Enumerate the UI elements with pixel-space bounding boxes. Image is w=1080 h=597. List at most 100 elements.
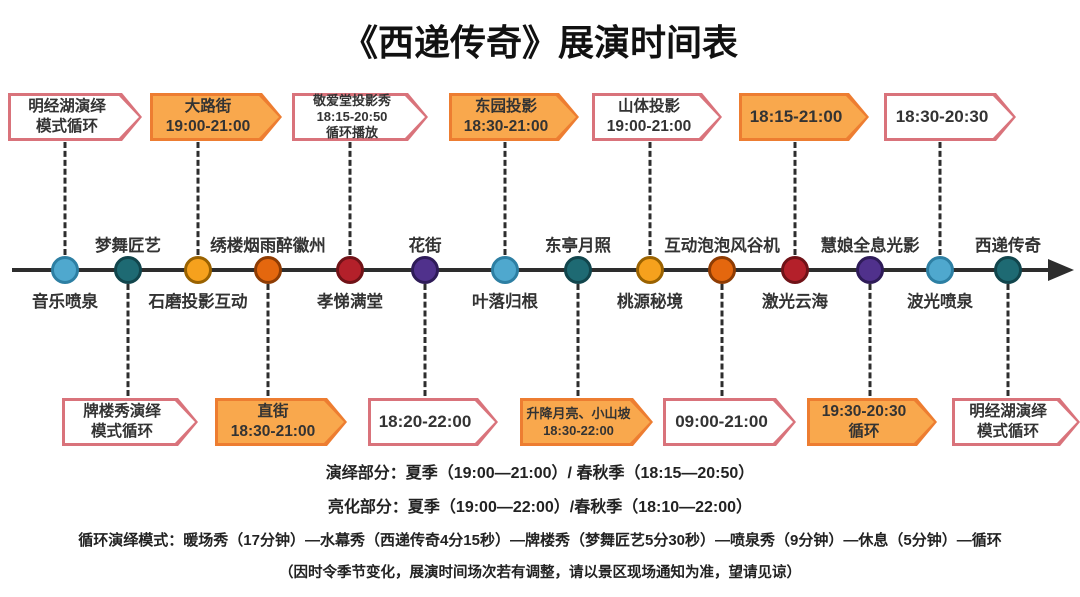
connector-line [503,142,507,255]
banner-line: 模式循环 [90,423,153,440]
banner-fill [955,401,1077,443]
loop-mode-note: 循环演绎模式：暖场秀（17分钟）—水幕秀（西递传奇4分15秒）—牌楼秀（梦舞匠艺… [78,532,1002,549]
connector-line [793,142,797,255]
station-label: 互动泡泡风谷机 [664,237,780,255]
station-label: 慧娘全息光影 [820,237,920,255]
timeline-dot [184,256,212,284]
connector-line [63,142,67,255]
timeline-arrowhead-icon [1048,259,1074,281]
station-label: 梦舞匠艺 [95,237,161,255]
connector-line [196,142,200,255]
schedule-banner: 18:20-22:00 [368,398,498,446]
timeline-dot [491,256,519,284]
banner-fill [218,401,344,443]
banner-fill [153,96,279,138]
timeline-dot [926,256,954,284]
timeline-dot [564,256,592,284]
banner-fill [595,96,719,138]
banner-line: 18:30-21:00 [230,423,316,440]
banner-line: 18:15-21:00 [749,106,843,126]
banner-text: 19:30-20:30 循环 [807,398,937,446]
station-label: 音乐喷泉 [32,293,98,311]
schedule-banner: 牌楼秀演绎 模式循环 [62,398,198,446]
banner-text: 敬爱堂投影秀 18:15-20:50 循环播放 [292,93,428,141]
banner-line: 升降月亮、小山坡 [526,405,631,421]
banner-line: 明经湖演绎 [28,97,106,115]
banner-line: 19:00-21:00 [165,118,251,135]
banner-text: 大路街 19:00-21:00 [150,93,282,141]
station-label: 孝悌满堂 [317,293,383,311]
schedule-banner: 明经湖演绎 模式循环 [952,398,1080,446]
connector-line [1006,284,1010,396]
banner-line: 18:30-20:30 [895,106,989,126]
station-label: 叶落归根 [472,293,538,311]
timeline-dot [636,256,664,284]
timeline-dot [411,256,439,284]
connector-line [868,284,872,396]
schedule-banner: 敬爱堂投影秀 18:15-20:50 循环播放 [292,93,428,141]
connector-line [348,142,352,255]
connector-line [648,142,652,255]
banner-line: 模式循环 [35,118,98,135]
connector-line [938,142,942,255]
schedule-banner: 18:30-20:30 [884,93,1016,141]
banner-fill [887,96,1013,138]
banner-line: 19:00-21:00 [606,118,692,135]
banner-line: 东园投影 [474,97,537,115]
banner-line: 循环 [848,423,880,440]
banner-text: 牌楼秀演绎 模式循环 [62,398,198,446]
banner-line: 明经湖演绎 [969,402,1047,420]
schedule-banner: 山体投影 19:00-21:00 [592,93,722,141]
station-label: 绣楼烟雨醉徽州 [210,237,326,255]
timeline-dot [994,256,1022,284]
banner-text: 明经湖演绎 模式循环 [952,398,1080,446]
timeline-dot [51,256,79,284]
banner-line: 19:30-20:30 [821,402,907,420]
station-label: 花街 [408,237,442,255]
banner-text: 升降月亮、小山坡 18:30-22:00 [520,398,653,446]
banner-text: 东园投影 18:30-21:00 [449,93,579,141]
banner-text: 18:20-22:00 [368,398,498,446]
banner-fill [452,96,576,138]
station-label: 西递传奇 [975,237,1041,255]
banner-line: 直街 [257,402,289,420]
banner-fill [666,401,793,443]
banner-line: 循环播放 [325,125,378,141]
banner-text: 09:00-21:00 [663,398,796,446]
station-label: 激光云海 [762,293,828,311]
banner-text: 18:30-20:30 [884,93,1016,141]
station-label: 波光喷泉 [907,293,973,311]
schedule-banner: 19:30-20:30 循环 [807,398,937,446]
timeline-dot [856,256,884,284]
banner-fill [371,401,495,443]
timeline-axis [12,268,1054,272]
banner-line: 18:15-20:50 [316,108,388,124]
banner-fill [810,401,934,443]
banner-line: 09:00-21:00 [675,411,768,431]
banner-line: 18:20-22:00 [378,411,472,431]
connector-line [266,284,270,396]
banner-fill [742,96,866,138]
banner-line: 大路街 [184,97,232,115]
page-title: 《西递传奇》展演时间表 [341,22,738,63]
schedule-banner: 09:00-21:00 [663,398,796,446]
banner-text: 18:15-21:00 [739,93,869,141]
schedule-banner: 大路街 19:00-21:00 [150,93,282,141]
banner-line: 模式循环 [976,423,1039,440]
banner-fill [295,96,425,138]
timeline-dot [708,256,736,284]
performance-times-note: 演绎部分：夏季（19:00—21:00）/ 春秋季（18:15—20:50） [325,465,755,482]
timeline-dot [781,256,809,284]
schedule-banner: 东园投影 18:30-21:00 [449,93,579,141]
banner-text: 直街 18:30-21:00 [215,398,347,446]
schedule-banner: 升降月亮、小山坡 18:30-22:00 [520,398,653,446]
connector-line [576,284,580,396]
banner-line: 18:30-21:00 [463,118,549,135]
schedule-banner: 直街 18:30-21:00 [215,398,347,446]
banner-line: 18:30-22:00 [543,423,614,438]
banner-line: 山体投影 [617,97,680,115]
banner-text: 山体投影 19:00-21:00 [592,93,722,141]
schedule-banner: 明经湖演绎 模式循环 [8,93,142,141]
banner-fill [11,96,139,138]
